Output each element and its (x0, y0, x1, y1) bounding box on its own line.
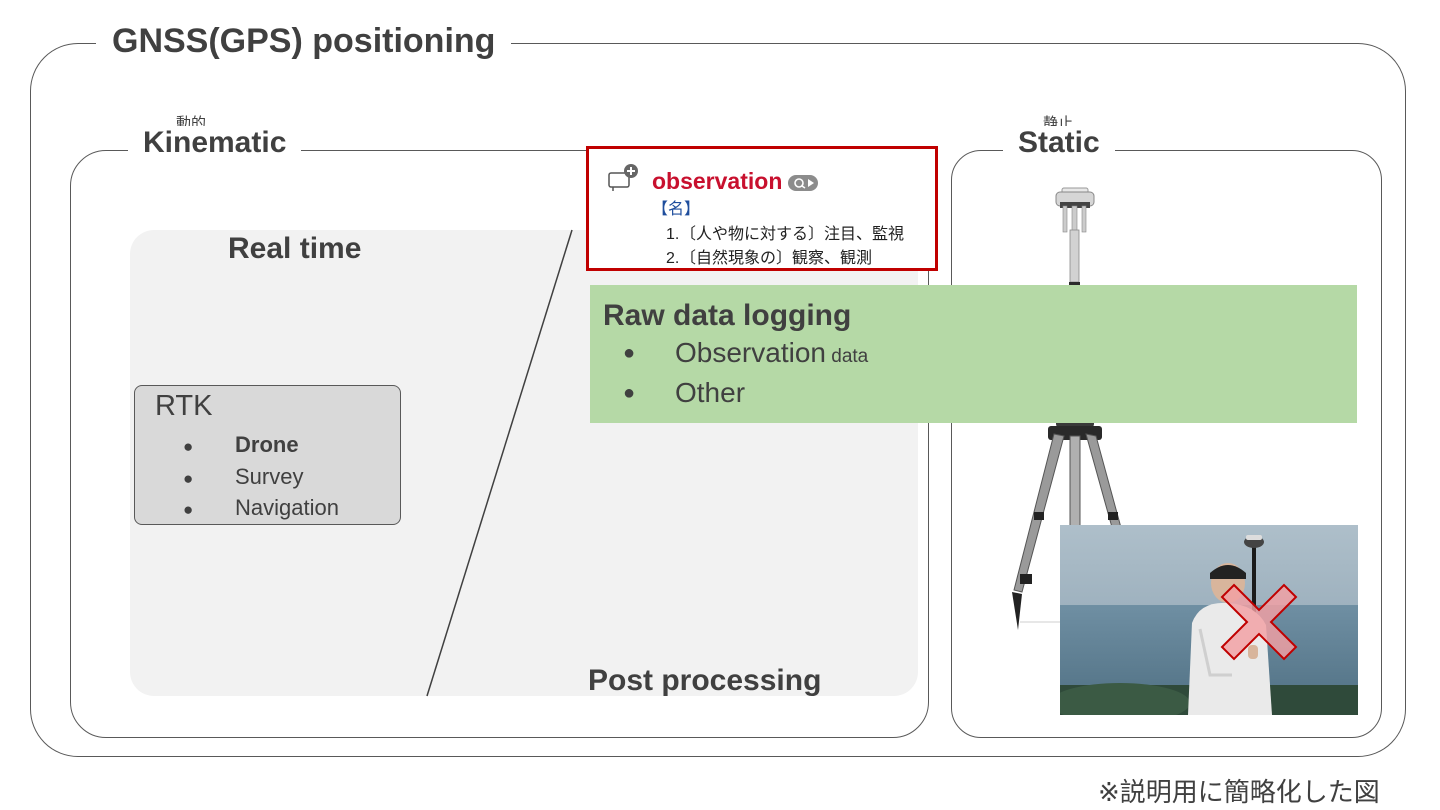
list-item: ●Other (623, 375, 868, 411)
bullet-icon: ● (623, 382, 636, 404)
post-processing-label: Post processing (588, 664, 822, 697)
rtk-box: RTK ●Drone ●Survey ●Navigation (134, 385, 401, 525)
rtk-list: ●Drone ●Survey ●Navigation (183, 430, 339, 525)
list-item: ●Survey (183, 462, 339, 494)
dictionary-callout: observation 【名】 1.〔人や物に対する〕注目、監視 2.〔自然現象… (586, 146, 938, 271)
list-item: ●Drone (183, 430, 339, 462)
red-cross-icon (1220, 583, 1298, 661)
static-frame (951, 150, 1382, 738)
list-item: ●Observation data (623, 335, 868, 375)
bullet-icon: ● (183, 468, 194, 488)
definition-2: 2.〔自然現象の〕観察、観測 (666, 250, 873, 267)
bullet-icon: ● (623, 342, 636, 364)
dictionary-add-icon (608, 164, 638, 191)
static-title: Static (1003, 126, 1115, 160)
person-holding-gnss-pole-photo (1060, 525, 1358, 715)
part-of-speech: 【名】 (652, 201, 701, 218)
real-time-label: Real time (228, 232, 362, 265)
raw-data-title: Raw data logging (603, 299, 852, 332)
kinematic-frame (70, 150, 929, 738)
outer-frame (30, 43, 1406, 757)
kinematic-title: Kinematic (128, 126, 302, 160)
footnote: ※説明用に簡略化した図 (1098, 777, 1380, 807)
raw-data-list: ●Observation data ●Other (623, 335, 868, 411)
bullet-icon: ● (183, 500, 194, 519)
list-item: ●Navigation (183, 493, 339, 525)
bullet-icon: ● (183, 437, 194, 456)
raw-data-logging-band: Raw data logging ●Observation data ●Othe… (590, 285, 1357, 423)
outer-title: GNSS(GPS) positioning (96, 22, 512, 61)
definition-1: 1.〔人や物に対する〕注目、監視 (666, 226, 905, 243)
rtk-title: RTK (155, 390, 213, 422)
dictionary-word: observation (652, 168, 783, 194)
audio-icon[interactable] (788, 175, 818, 191)
